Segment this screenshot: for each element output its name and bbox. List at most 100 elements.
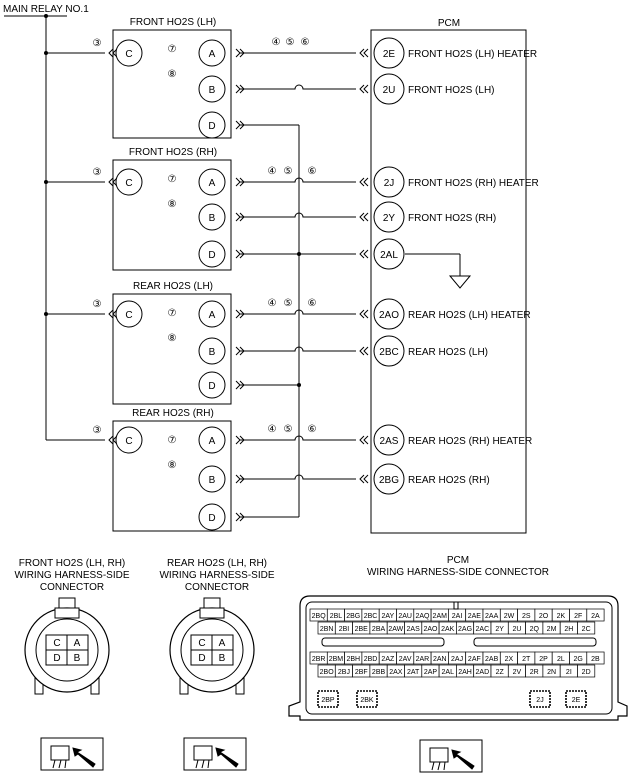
terminal-label: REAR HO2S (LH)	[408, 347, 488, 358]
wire-number: ⑤	[284, 166, 293, 177]
connector-chevron	[359, 212, 369, 222]
connector-inner	[35, 618, 99, 682]
pcm-title: PCM	[438, 18, 460, 29]
pcm-pin-label: 2AR	[416, 656, 430, 663]
rear-connector-title-1: REAR HO2S (LH, RH)	[167, 558, 267, 569]
pcm-pin-label: 2AF	[468, 656, 481, 663]
pcm-corner-pin	[356, 690, 378, 708]
connector-chevron	[108, 177, 118, 187]
pin-b	[198, 203, 226, 231]
terminal-label: REAR HO2S (LH) HEATER	[408, 310, 531, 321]
signal-wire	[240, 177, 356, 183]
pin-c	[115, 300, 143, 328]
pin-d	[198, 503, 226, 531]
wires-icon	[431, 761, 446, 771]
wire-number: ⑧	[168, 69, 177, 80]
sensor-name: FRONT HO2S (LH)	[130, 17, 217, 28]
pcm-pin-label: 2G	[573, 656, 582, 663]
wire-number: ④	[268, 298, 277, 309]
pcm-pin-label: 2AJ	[451, 656, 463, 663]
connector-latch	[54, 607, 80, 619]
wires-icon	[52, 759, 67, 769]
pcm-pin-label: 2F	[574, 613, 582, 620]
pcm-pin-label: 2BM	[329, 656, 344, 663]
pin-c	[115, 39, 143, 67]
wire-number: ④	[272, 37, 281, 48]
wire-number: ⑦	[168, 435, 177, 446]
pcm-pin-label: 2I	[566, 669, 572, 676]
pin-d	[198, 240, 226, 268]
pcm-corner-pin	[565, 690, 587, 708]
pin-label: D	[208, 121, 215, 132]
pcm-pin-label: 2AY	[381, 613, 394, 620]
pcm-corner-pin	[317, 690, 339, 708]
wire-number: ④	[268, 424, 277, 435]
pcm-pin-label: 2T	[522, 656, 531, 663]
terminal-id: 2AL	[380, 250, 398, 261]
terminal-id: 2AO	[379, 310, 399, 321]
connector-chevron	[359, 48, 369, 58]
arrow-icon	[72, 747, 96, 768]
sensor-name: FRONT HO2S (RH)	[129, 147, 217, 158]
pin-d	[198, 371, 226, 399]
connector-chevron	[359, 84, 369, 94]
pcm-notch	[453, 601, 459, 610]
terminal-circle	[373, 73, 405, 105]
pcm-terminal: 2AL	[299, 238, 405, 270]
pin-label: C	[125, 178, 132, 189]
pcm-slot	[473, 637, 597, 647]
wire-number: ⑥	[308, 298, 317, 309]
pcm-pin-label: 2AH	[458, 669, 472, 676]
connector-pin-label: A	[219, 638, 226, 649]
pcm-pin-label: 2R	[530, 669, 539, 676]
terminal-circle	[373, 298, 405, 330]
pcm-pin-label: 2K	[557, 613, 566, 620]
pcm-connector-inner	[305, 601, 613, 715]
pcm-corner-label: 2BP	[321, 697, 335, 704]
pin-label: C	[125, 49, 132, 60]
terminal-id: 2BC	[379, 347, 398, 358]
pcm-pin-label: 2BB	[372, 669, 386, 676]
connector-pin-label: C	[198, 638, 205, 649]
plug-icon	[429, 747, 449, 763]
wire-number: ⑥	[301, 37, 310, 48]
pin-b	[198, 337, 226, 365]
connector-chevron	[108, 48, 118, 58]
terminal-label: REAR HO2S (RH)	[408, 475, 490, 486]
pcm-pin-label: 2AM	[433, 613, 448, 620]
pcm-pin-label: 2P	[539, 656, 548, 663]
arrow-icon	[215, 747, 239, 768]
front-connector-title-2: WIRING HARNESS-SIDE	[14, 570, 129, 581]
pin-b	[198, 465, 226, 493]
connector-inner	[180, 618, 244, 682]
wire-number: ⑥	[308, 424, 317, 435]
wire-number: ④	[268, 166, 277, 177]
wire-number: ③	[93, 425, 102, 436]
pin-d	[198, 111, 226, 139]
pcm-pin-label: 2AK	[441, 626, 455, 633]
pcm-pin-label: 2BE	[355, 626, 369, 633]
pin-label: B	[209, 475, 216, 486]
pcm-connector-title-2: WIRING HARNESS-SIDE CONNECTOR	[367, 567, 549, 578]
pin-label: A	[209, 310, 216, 321]
pin-label: A	[209, 178, 216, 189]
connector-pin-label: D	[53, 653, 60, 664]
pcm-terminal: 2AO REAR HO2S (LH) HEATER	[359, 298, 531, 330]
pcm-pin-label: 2X	[505, 656, 514, 663]
pcm-pin-label: 2BN	[320, 626, 334, 633]
front-connector-title-1: FRONT HO2S (LH, RH)	[19, 558, 126, 569]
pcm-pin-label: 2BA	[372, 626, 386, 633]
wire-number: ⑧	[168, 460, 177, 471]
wire-number: ⑧	[168, 333, 177, 344]
